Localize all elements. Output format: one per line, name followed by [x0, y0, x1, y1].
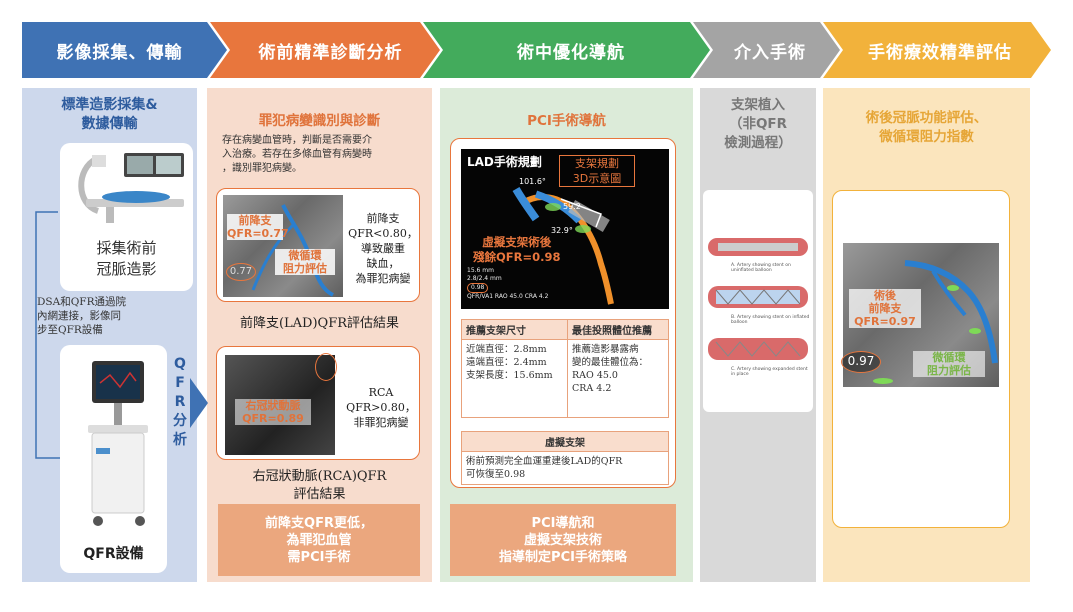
- column-diagnosis: [207, 88, 432, 582]
- col2-intro: 存在病變血管時，判斷是否需要介 入治療。若存在多條血管有病變時 ，識別罪犯病變。: [222, 135, 372, 174]
- header-step4: 介入手術: [734, 42, 806, 63]
- angiography-label: 採集術前 冠脈造影: [96, 239, 157, 278]
- col5-title: 術後冠脈功能評估、 微循環阻力指數: [865, 110, 988, 145]
- virtual-stent-qfr-label: 虛擬支架術後 殘餘QFR=0.98: [473, 235, 561, 264]
- lad-caption: 前降支(LAD)QFR評估結果: [239, 316, 400, 331]
- header-step2: 術前精準診斷分析: [258, 42, 403, 63]
- chevron-step4: [693, 22, 840, 78]
- rca-circle-marker: [315, 353, 337, 381]
- angle-label-2: 59.2: [563, 202, 581, 211]
- post-op-qfr-circle: 0.97: [841, 351, 881, 373]
- qfr-arrow-icon: [190, 378, 208, 428]
- chevron-step5: [823, 22, 1051, 78]
- qfr-device-card: QFR設備: [60, 345, 167, 573]
- col2-conclusion: 前降支QFR更低， 為罪犯血管 需PCI手術: [218, 504, 420, 576]
- col1-title: 標準造影採集& 數據傳輸: [61, 97, 158, 132]
- lad-qfr-circle: 0.77: [226, 263, 256, 281]
- stent-size-values: 近端直徑：2.8mm 遠端直徑：2.4mm 支架長度：15.6mm: [466, 344, 553, 381]
- post-op-evaluation-card: 術後 前降支 QFR=0.97 0.97 微循環 阻力評估: [832, 190, 1010, 528]
- pci-navigation-card: LAD手術規劃 支架規劃 3D示意圖 101.6° 59.2 32.9° 虛擬支…: [450, 138, 676, 488]
- lad-vessel-icon: [251, 204, 334, 297]
- header-step3: 術中優化導航: [517, 42, 625, 63]
- rca-result-card: 右冠狀動脈 QFR=0.89 RCA QFR>0.80， 非罪犯病變: [216, 346, 420, 460]
- chevron-step3: [423, 22, 710, 78]
- chevron-step1: [22, 22, 227, 78]
- col2-title: 罪犯病變識別與診斷: [258, 113, 381, 129]
- header-chevrons: [22, 22, 1051, 78]
- header-step1: 影像採集、傳輸: [56, 42, 183, 63]
- virtual-stent-values: 術前預測完全血運重建後LAD的QFR 可恢復至0.98: [466, 456, 623, 480]
- virtual-stent-table: 虛擬支架 術前預測完全血運重建後LAD的QFR 可恢復至0.98: [461, 431, 669, 485]
- stent-size-header: 推薦支架尺寸: [462, 320, 567, 340]
- post-op-vessel-icon: [873, 260, 998, 384]
- projection-values: 推薦造影暴露病 變的最佳體位為： RAO 45.0 CRA 4.2: [572, 344, 649, 394]
- col4-title: 支架植入 （非QFR 檢測過程）: [724, 97, 792, 151]
- stent-recommendation-table: 推薦支架尺寸 近端直徑：2.8mm 遠端直徑：2.4mm 支架長度：15.6mm…: [461, 319, 669, 418]
- projection-column: 最佳投照體位推薦 推薦造影暴露病 變的最佳體位為： RAO 45.0 CRA 4…: [568, 320, 668, 417]
- angiography-card: 採集術前 冠脈造影: [60, 143, 193, 291]
- col3-conclusion: PCI導航和 虛擬支架技術 指導制定PCI手術策略: [450, 504, 676, 576]
- stent-plan-3d-label: 支架規劃 3D示意圖: [559, 155, 635, 187]
- angle-label-1: 101.6°: [519, 177, 546, 186]
- virtual-stent-header: 虛擬支架: [462, 432, 668, 452]
- lad-3d-vessel-icon: [512, 186, 614, 305]
- qfr-analysis-vertical: Q F R 分 析: [173, 356, 187, 448]
- rca-description: RCA QFR>0.80， 非罪犯病變: [346, 386, 416, 429]
- chevron-step2: [210, 22, 440, 78]
- col3-title: PCI手術導航: [527, 113, 606, 129]
- angle-label-3: 32.9°: [551, 226, 573, 235]
- rca-qfr-label: 右冠狀動脈 QFR=0.89: [235, 399, 311, 425]
- stent-illustration-card: A. Artery showing stent on uninflated ba…: [703, 190, 813, 412]
- planning-small-info: 15.6 mm 2.8/2.4 mm 0.98 QFR/VA1 RAO 45.0…: [467, 267, 549, 300]
- projection-header: 最佳投照體位推薦: [568, 320, 668, 340]
- stent-caption-c: C. Artery showing expanded stent in plac…: [731, 367, 808, 377]
- stent-steps-illustration: [708, 238, 808, 360]
- post-op-qfr-label: 術後 前降支 QFR=0.97: [849, 289, 921, 328]
- stent-caption-b: B. Artery showing stent on inflated ball…: [731, 315, 810, 325]
- angiography-machine-illustration: [78, 153, 184, 223]
- qfr-device-label: QFR設備: [83, 546, 144, 562]
- rca-caption: 右冠狀動脈(RCA)QFR 評估結果: [252, 469, 387, 502]
- lad-qfr-label: 前降支 QFR=0.77: [227, 214, 289, 240]
- lad-result-card: 前降支 QFR=0.77 微循環 阻力評估 0.77 前降支 QFR<0.80，…: [216, 188, 420, 302]
- stent-caption-a: A. Artery showing stent on uninflated ba…: [731, 263, 791, 273]
- stent-size-column: 推薦支架尺寸 近端直徑：2.8mm 遠端直徑：2.4mm 支架長度：15.6mm: [462, 320, 568, 417]
- lad-planning-title: LAD手術規劃: [467, 155, 542, 169]
- lad-description: 前降支 QFR<0.80， 導致嚴重 缺血， 為罪犯病變: [348, 212, 418, 285]
- post-op-micro-label: 微循環 阻力評估: [913, 351, 985, 377]
- network-note: DSA和QFR通過院 內網連接，影像同 步至QFR設備: [37, 296, 126, 336]
- qfr-device-illustration: [88, 361, 148, 526]
- header-step5: 手術療效精準評估: [868, 42, 1012, 63]
- lad-micro-label: 微循環 阻力評估: [275, 249, 335, 275]
